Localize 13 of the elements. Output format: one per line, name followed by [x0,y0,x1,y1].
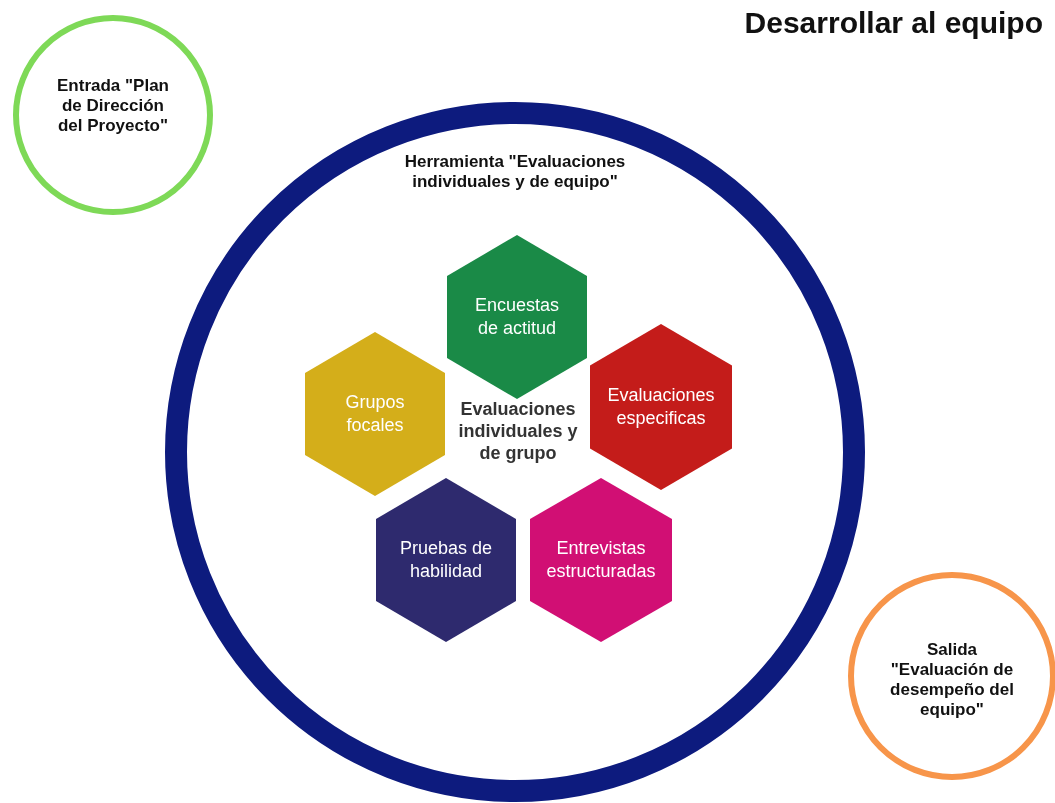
circle-outline [165,102,865,802]
hexagon-label: Grupos focales [344,391,406,437]
hexagon-label: Encuestas de actitud [473,294,561,340]
circle-outline [13,15,213,215]
circle-label: Herramienta "Evaluaciones individuales y de equipo" [403,152,627,192]
center-label: Evaluaciones individuales y de grupo [457,398,579,464]
circle-outline [848,572,1055,780]
circle-label: Salida "Evaluación de desempeño del equipo" [889,640,1015,720]
title: Desarrollar al equipo [744,6,1043,40]
hexagon-label: Evaluaciones especificas [606,384,716,430]
circle-label: Entrada "Plan de Dirección del Proyecto" [56,76,170,136]
hexagon-label: Entrevistas estructuradas [545,537,657,583]
hexagon-label: Pruebas de habilidad [398,537,494,583]
